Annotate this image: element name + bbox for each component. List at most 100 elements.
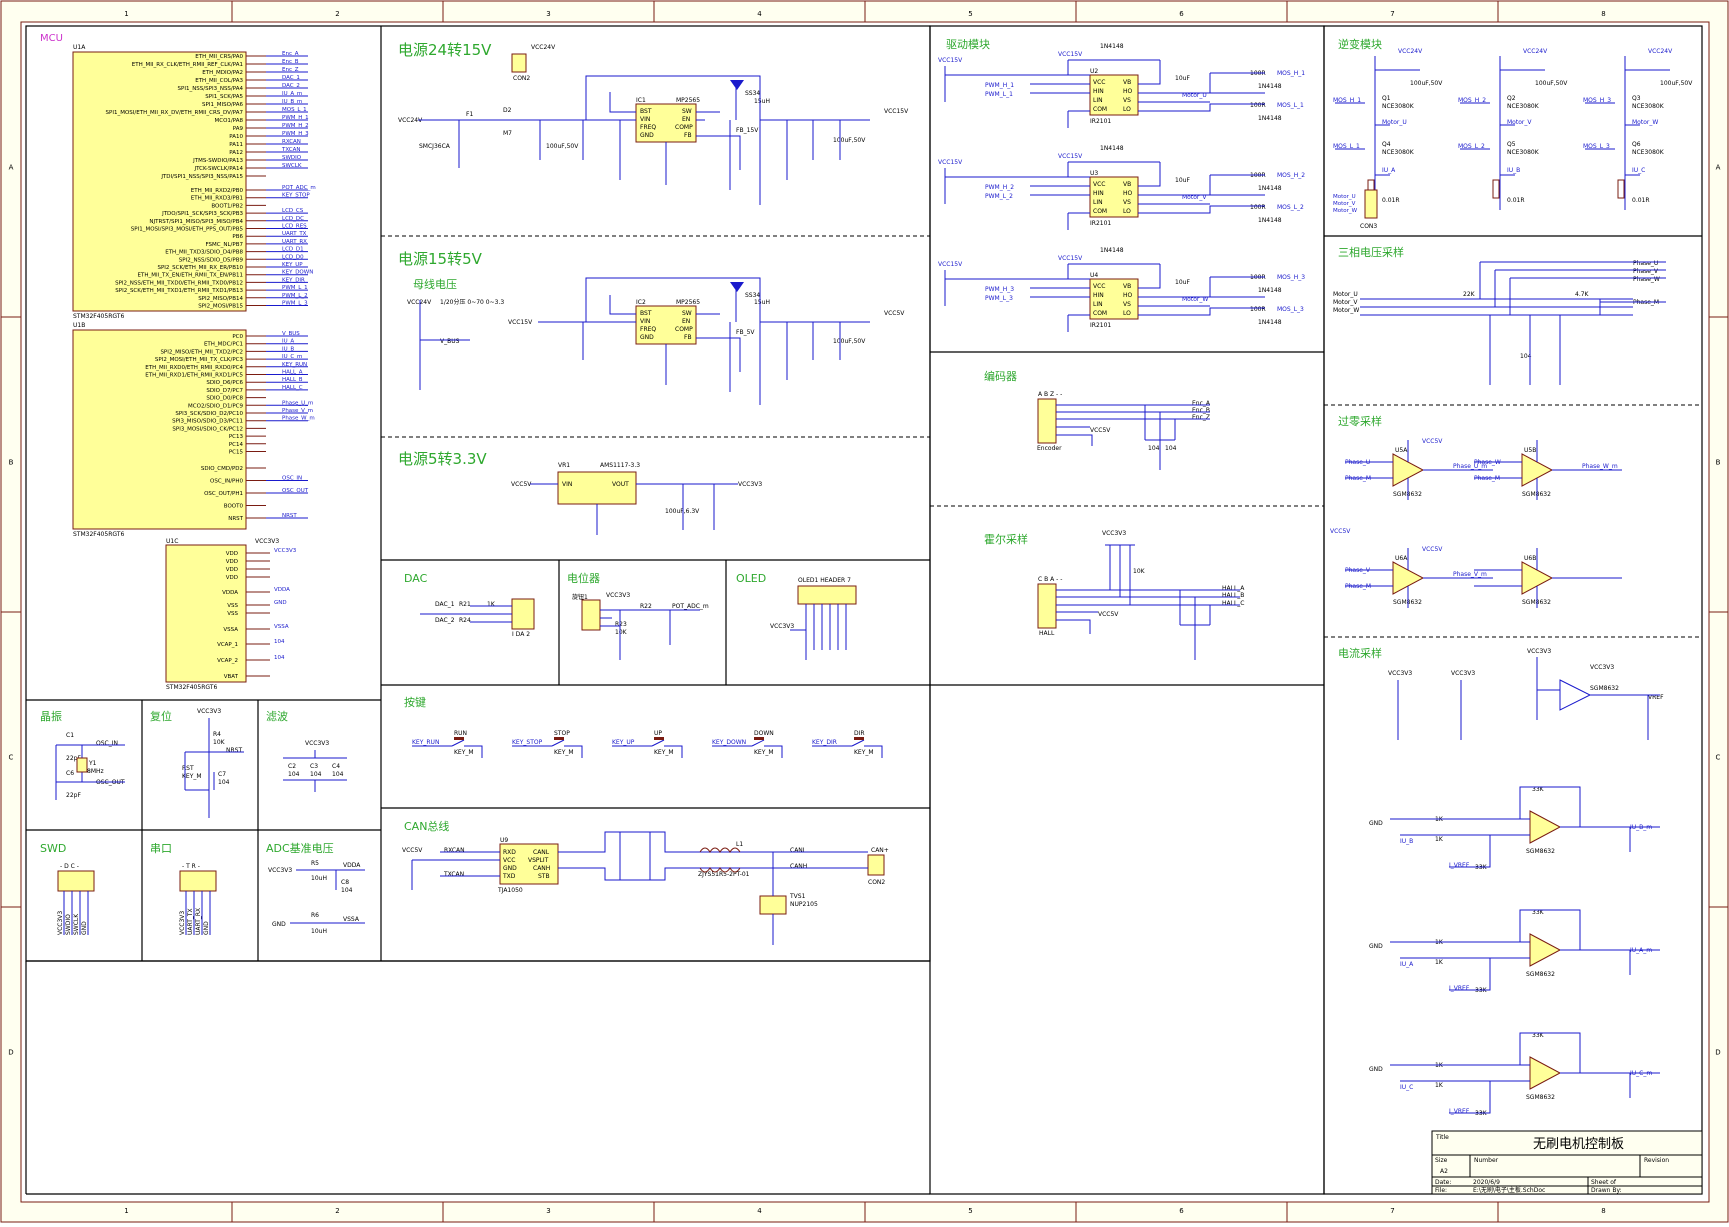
zero-u-2: U6A bbox=[1395, 555, 1408, 562]
can-canh: CANH bbox=[790, 863, 807, 870]
swd-net4: GND bbox=[81, 921, 88, 935]
key-net-run: KEY_RUN bbox=[412, 739, 439, 746]
zero-out-0: Phase_U_m bbox=[1453, 463, 1487, 470]
hall-r2: 10K bbox=[1133, 568, 1146, 575]
vcc33-out: VCC3V3 bbox=[738, 481, 762, 488]
drive-pinl-0-2: LIN bbox=[1093, 97, 1103, 104]
encoder-vcc: VCC5V bbox=[1090, 427, 1111, 434]
uart-block: - T R - VCC3V3 UART_TX UART_RX GND bbox=[179, 863, 217, 935]
drive-pinl-2-0: VCC bbox=[1093, 283, 1105, 290]
drive-chip-2 bbox=[1089, 278, 1139, 320]
hall-net1: HALL_A bbox=[1222, 585, 1245, 592]
mcu-pin-net: LCD_D0 bbox=[282, 254, 304, 260]
phasev-in-u: Motor_U bbox=[1333, 291, 1358, 298]
uart-wires bbox=[185, 891, 211, 935]
oled-wires bbox=[790, 604, 847, 660]
current-vcc1: VCC3V3 bbox=[1388, 670, 1412, 677]
mcu-pin-name: SPI1_MOSI/SPI3_MOSI/ETH_PPS_OUT/PB5 bbox=[131, 227, 244, 233]
u1c-pin-name: VSS bbox=[227, 603, 238, 609]
drive-r100b-1: 100R bbox=[1250, 204, 1266, 211]
section-dividers bbox=[25, 25, 1703, 1195]
phasev-in-v: Motor_V bbox=[1333, 299, 1358, 306]
zero-u-1: U5B bbox=[1524, 447, 1536, 454]
current-part-0: SGM8632 bbox=[1526, 848, 1555, 855]
u1c-ref: U1C bbox=[166, 538, 178, 545]
grid-row-right-B: B bbox=[1716, 459, 1721, 467]
mcu-pin-name: PC13 bbox=[229, 434, 244, 440]
mcu-pin-net: IU_C_m bbox=[282, 354, 302, 360]
can-tvs: TVS1 bbox=[789, 893, 806, 900]
key-switch-down bbox=[754, 737, 764, 740]
section-pot: 电位器 bbox=[567, 571, 600, 585]
size-value: A2 bbox=[1440, 1168, 1448, 1175]
u1c-vcc: VCC3V3 bbox=[255, 538, 279, 545]
drive-motor-1: Motor_V bbox=[1182, 194, 1207, 201]
current-wires-1 bbox=[1390, 909, 1660, 991]
u1c-pin-net: VDDA bbox=[274, 587, 290, 593]
current-ivref-2: I_VREF bbox=[1449, 1108, 1470, 1115]
zero-wires-1 bbox=[1474, 440, 1622, 500]
section-swd: SWD bbox=[40, 842, 66, 855]
section-pwr24: 电源24转15V bbox=[398, 41, 492, 59]
mcu-pin-name: ETH_MII_TX_EN/ETH_RMII_TX_EN/PB11 bbox=[138, 273, 243, 279]
grid-col-top-4: 4 bbox=[757, 10, 762, 18]
drive-motor-2: Motor_W bbox=[1182, 296, 1208, 303]
phasev-c: 104 bbox=[1520, 353, 1532, 360]
grid-row-left-C: C bbox=[9, 754, 14, 762]
mcu-pin-name: NRST bbox=[228, 516, 243, 522]
grid-col-bottom-3: 3 bbox=[546, 1207, 550, 1215]
key-switch-dir bbox=[854, 737, 864, 740]
mcu-pin-name: SPI2_SCK/ETH_MII_TXD1/ETH_RMII_TXD1/PB13 bbox=[115, 288, 243, 294]
mcu-pin-name: SPI2_MOSI/PB15 bbox=[198, 304, 243, 310]
section-pwr5: 电源5转3.3V bbox=[398, 450, 487, 468]
mcu-pin-name: OSC_IN/PH0 bbox=[210, 479, 243, 485]
can-u: U9 bbox=[500, 837, 508, 844]
title-label: Title bbox=[1435, 1134, 1449, 1141]
grid-col-bottom-7: 7 bbox=[1390, 1207, 1394, 1215]
xtal-in: OSC_IN bbox=[96, 740, 118, 747]
drive-chip-label-2: IR2101 bbox=[1090, 322, 1111, 329]
swd-net3: SWCLK bbox=[73, 913, 80, 935]
encoder-block: A B Z - - Encoder VCC5V Enc_A Enc_B Enc_… bbox=[1037, 391, 1211, 470]
hall-hdr: C B A - - bbox=[1038, 576, 1062, 583]
m7-label: M7 bbox=[503, 130, 512, 137]
pot-val: 10K bbox=[615, 629, 628, 636]
zero-wires-3 bbox=[1474, 548, 1622, 608]
drive-chip-label-1: IR2101 bbox=[1090, 220, 1111, 227]
can-block: U9 TJA1050 RXD VCC GND TXD CANL VSPLIT C… bbox=[402, 831, 889, 945]
xtal-cap2: 22pF bbox=[66, 792, 81, 799]
current-part0: SGM8632 bbox=[1590, 685, 1619, 692]
current-in-0: IU_B bbox=[1400, 838, 1413, 845]
section-current: 电流采样 bbox=[1338, 646, 1382, 660]
current-gnd-1: GND bbox=[1369, 943, 1383, 950]
xtal-cap1: 22pF bbox=[66, 755, 81, 762]
pwr15-block: IC2 MP2565 BST VIN FREQ GND SW EN COMP F… bbox=[407, 277, 905, 405]
current-r33a-2: 33K bbox=[1532, 1032, 1545, 1039]
mcu-pin-name: ETH_MDC/PC1 bbox=[204, 342, 243, 348]
mcu-pin-name: MCO2/SDIO_D1/PC9 bbox=[188, 403, 243, 409]
ic1-pin-gnd: GND bbox=[640, 132, 654, 139]
ic2-pin-fb: FB bbox=[684, 334, 692, 341]
drive-l-2: MOS_L_3 bbox=[1277, 306, 1304, 313]
mcu-pin-net: OSC_OUT bbox=[282, 488, 309, 494]
drive-d1-2: 1N4148 bbox=[1258, 287, 1282, 294]
drive-d2-1: 1N4148 bbox=[1258, 217, 1282, 224]
ic1-pin-sw: SW bbox=[682, 108, 692, 115]
mcu-pin-name: PB6 bbox=[232, 234, 243, 240]
filter-v2: 104 bbox=[288, 771, 300, 778]
current-r33a-0: 33K bbox=[1532, 786, 1545, 793]
pot-vcc: VCC3V3 bbox=[606, 592, 630, 599]
pot-wires bbox=[600, 609, 700, 660]
fb5-label: FB_5V bbox=[736, 329, 755, 336]
drive-vcc-2: VCC15V bbox=[938, 261, 963, 268]
can-pin-stb: STB bbox=[538, 873, 550, 880]
uart-net2: UART_TX bbox=[187, 908, 194, 935]
date-value: 2020/6/9 bbox=[1473, 1179, 1500, 1186]
current-in-2: IU_C bbox=[1400, 1084, 1413, 1091]
ic1-pin-comp: COMP bbox=[675, 124, 693, 131]
inv-motor-2: Motor_W bbox=[1632, 119, 1658, 126]
current-vcc3: VCC3V3 bbox=[1527, 648, 1551, 655]
